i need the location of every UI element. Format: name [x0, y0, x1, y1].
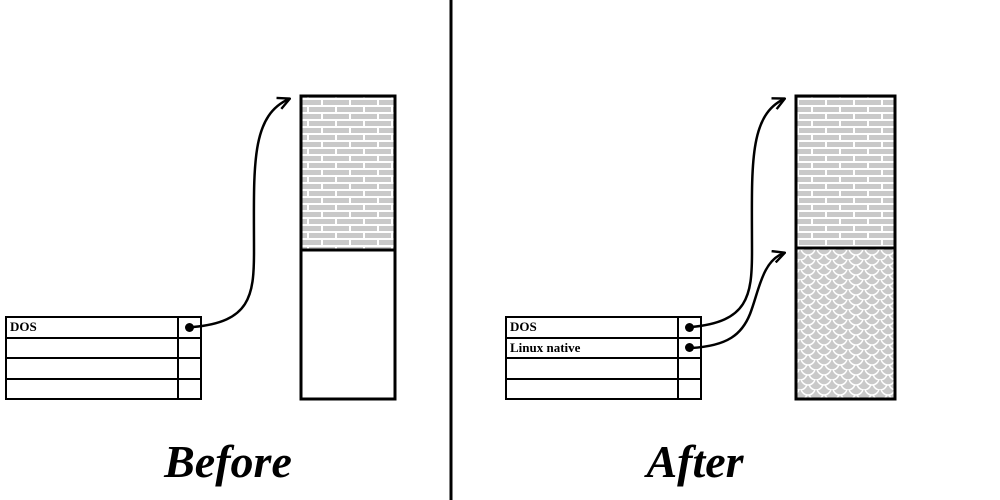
partition-label — [507, 359, 677, 378]
after-disk-dos-segment — [794, 94, 897, 250]
partition-label — [7, 380, 177, 399]
partition-pointer-cell — [677, 338, 700, 357]
partition-pointer-dot — [685, 343, 694, 353]
partition-row: Linux native — [507, 338, 700, 359]
before-disk-used-segment — [299, 94, 397, 252]
after-partition-table: DOS Linux native — [505, 316, 702, 400]
partition-row — [507, 379, 700, 399]
partition-pointer-cell — [677, 359, 700, 378]
after-arrow-linux-to-disk — [690, 253, 784, 350]
partition-row: DOS — [507, 318, 700, 339]
after-caption: After — [646, 436, 744, 487]
partition-pointer-dot — [185, 322, 194, 332]
partition-pointer-cell — [677, 379, 700, 398]
partition-pointer-dot — [685, 322, 694, 332]
partition-pointer-cell — [177, 379, 200, 398]
after-disk-linux-segment — [794, 246, 897, 401]
partition-pointer-cell — [177, 338, 200, 357]
partition-row — [7, 338, 200, 359]
partition-row — [7, 359, 200, 380]
partition-label — [507, 380, 677, 399]
partition-row — [507, 359, 700, 380]
after-arrow-dos-to-disk — [690, 99, 784, 329]
before-disk — [299, 94, 397, 401]
partition-label: DOS — [10, 319, 37, 334]
partition-label — [7, 359, 177, 378]
partition-label — [7, 339, 177, 358]
partition-pointer-cell — [177, 318, 200, 337]
partition-pointer-cell — [677, 318, 700, 337]
partition-label: Linux native — [510, 339, 581, 355]
before-arrow-dos-to-disk — [192, 99, 289, 329]
partition-row — [7, 379, 200, 399]
after-disk — [794, 94, 897, 401]
partition-label: DOS — [510, 319, 537, 334]
partition-pointer-cell — [177, 359, 200, 378]
before-partition-table: DOS — [5, 316, 202, 400]
before-caption: Before — [164, 436, 292, 487]
partition-row: DOS — [7, 318, 200, 339]
